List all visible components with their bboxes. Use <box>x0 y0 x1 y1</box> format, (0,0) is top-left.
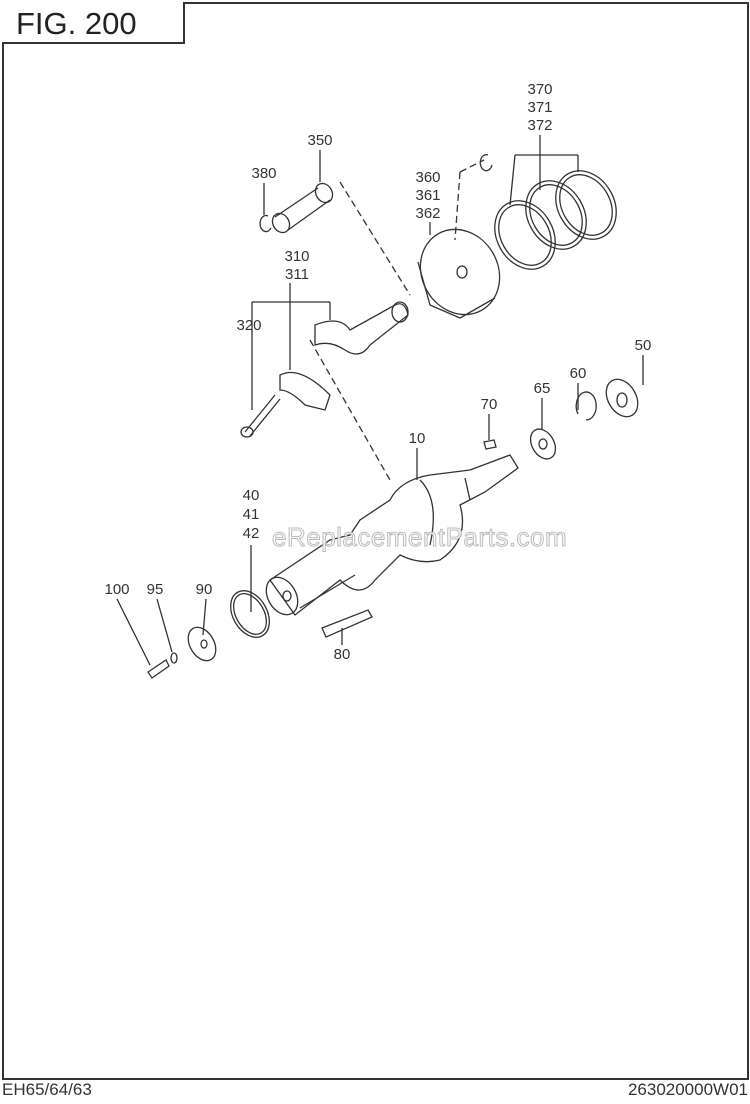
pin-clip <box>259 214 272 233</box>
callout-372: 372 <box>527 117 553 134</box>
diagram-frame <box>2 2 749 1080</box>
lock-washer <box>170 652 178 664</box>
callout-100: 100 <box>104 581 130 598</box>
callout-80: 80 <box>333 646 351 663</box>
callout-362: 362 <box>415 205 441 222</box>
rod-bolt-head <box>240 426 254 438</box>
callout-95: 95 <box>146 581 164 598</box>
callout-361: 361 <box>415 187 441 204</box>
crank-key <box>321 609 373 638</box>
callout-380: 380 <box>251 165 277 182</box>
crankshaft <box>265 454 519 616</box>
connecting-rod <box>279 301 409 411</box>
figure-title: FIG. 200 <box>16 6 137 41</box>
callout-42: 42 <box>242 525 260 542</box>
piston-pin <box>271 182 334 234</box>
callout-10: 10 <box>408 430 426 447</box>
small-bolt <box>147 659 170 679</box>
callout-50: 50 <box>634 337 652 354</box>
callout-370: 370 <box>527 81 553 98</box>
figure-title-box: FIG. 200 <box>2 2 185 44</box>
callout-350: 350 <box>307 132 333 149</box>
rod-bolt <box>244 394 281 437</box>
callout-41: 41 <box>242 506 260 523</box>
watermark: eReplacementParts.com <box>271 522 568 553</box>
piston <box>417 228 501 319</box>
callout-360: 360 <box>415 169 441 186</box>
model-number: EH65/64/63 <box>2 1080 92 1099</box>
piston-rings <box>494 170 617 270</box>
callout-40: 40 <box>242 487 260 504</box>
piston-clip <box>479 154 493 172</box>
callout-65: 65 <box>533 380 551 397</box>
plate-washer <box>187 626 217 662</box>
drawing-code: 263020000W01 <box>627 1080 748 1099</box>
leader-lines <box>116 135 644 666</box>
callout-311: 311 <box>285 266 309 283</box>
small-parts-right <box>483 378 639 460</box>
callout-371: 371 <box>527 99 553 116</box>
o-ring <box>230 590 270 638</box>
callout-310: 310 <box>284 248 310 265</box>
callout-70: 70 <box>480 396 498 413</box>
callout-60: 60 <box>569 365 587 382</box>
callout-320: 320 <box>236 317 262 334</box>
callout-90: 90 <box>195 581 213 598</box>
